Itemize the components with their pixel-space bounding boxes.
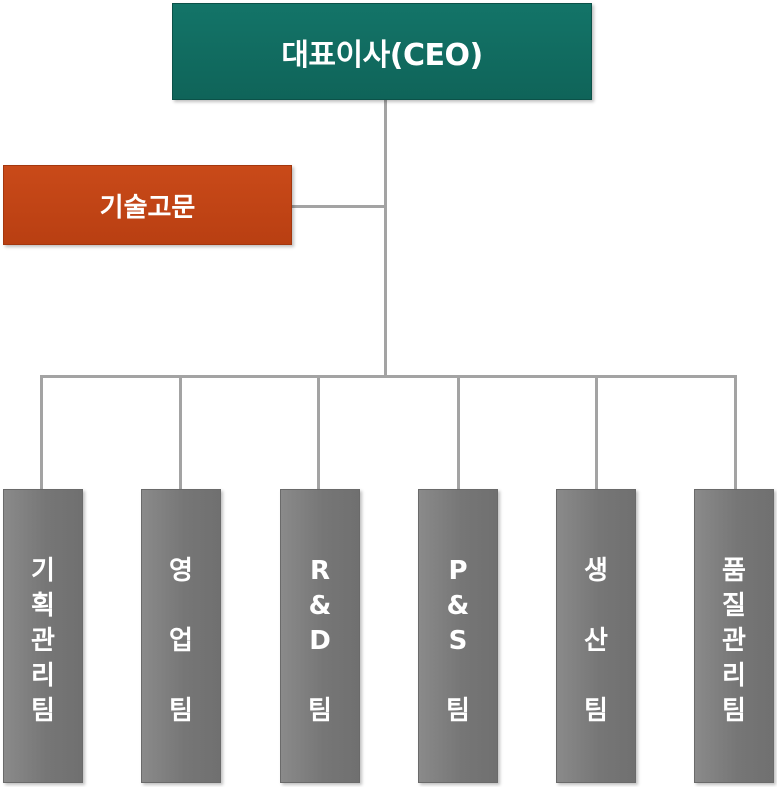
ceo-node: 대표이사(CEO) (172, 3, 592, 100)
advisor-node: 기술고문 (3, 165, 292, 245)
team-label-char: 질 (722, 591, 746, 621)
connector-ceo-trunk (384, 100, 387, 378)
team-label-char (176, 659, 185, 694)
team-label-char: & (446, 591, 470, 621)
team-label-char: 팀 (308, 696, 332, 726)
connector-team-production (595, 375, 598, 489)
team-label-char: S (448, 626, 468, 656)
team-label-char: P (448, 556, 468, 586)
team-label-char (315, 659, 324, 694)
team-label-char: & (308, 591, 332, 621)
team-label-char: 관 (722, 626, 746, 656)
connector-team-quality (734, 375, 737, 489)
team-label-char: 획 (31, 591, 55, 621)
team-label-char: D (309, 626, 331, 656)
team-label-char: R (309, 556, 331, 586)
team-label-char: 기 (31, 556, 55, 586)
connector-advisor (292, 205, 387, 208)
team-label-char: 리 (722, 661, 746, 691)
team-label-char: 관 (31, 626, 55, 656)
connector-team-ps (457, 375, 460, 489)
team-node-ps: P & S 팀 (418, 489, 498, 783)
team-label-char: 팀 (31, 696, 55, 726)
team-label-char: 리 (31, 661, 55, 691)
team-label-char: 팀 (584, 696, 608, 726)
team-label-char: 산 (584, 626, 608, 656)
team-label-char: 품 (722, 556, 746, 586)
team-node-sales: 영 업 팀 (141, 489, 221, 783)
team-label-char (453, 659, 462, 694)
team-label-char: 생 (584, 556, 608, 586)
connector-team-planning (40, 375, 43, 489)
team-label-char (591, 589, 600, 624)
advisor-label: 기술고문 (99, 192, 196, 223)
connector-team-sales (179, 375, 182, 489)
team-label-char: 팀 (446, 696, 470, 726)
team-label-char (176, 589, 185, 624)
team-label-char: 업 (169, 626, 193, 656)
connector-team-rnd (317, 375, 320, 489)
team-node-quality: 품 질 관 리 팀 (694, 489, 774, 783)
ceo-label: 대표이사(CEO) (281, 37, 483, 73)
connector-team-bus (40, 375, 737, 378)
team-label-char: 팀 (722, 696, 746, 726)
team-label-char (591, 659, 600, 694)
team-label-char: 팀 (169, 696, 193, 726)
team-node-production: 생 산 팀 (556, 489, 636, 783)
team-node-rnd: R & D 팀 (280, 489, 360, 783)
team-label-char: 영 (169, 556, 193, 586)
team-node-planning: 기 획 관 리 팀 (3, 489, 83, 783)
